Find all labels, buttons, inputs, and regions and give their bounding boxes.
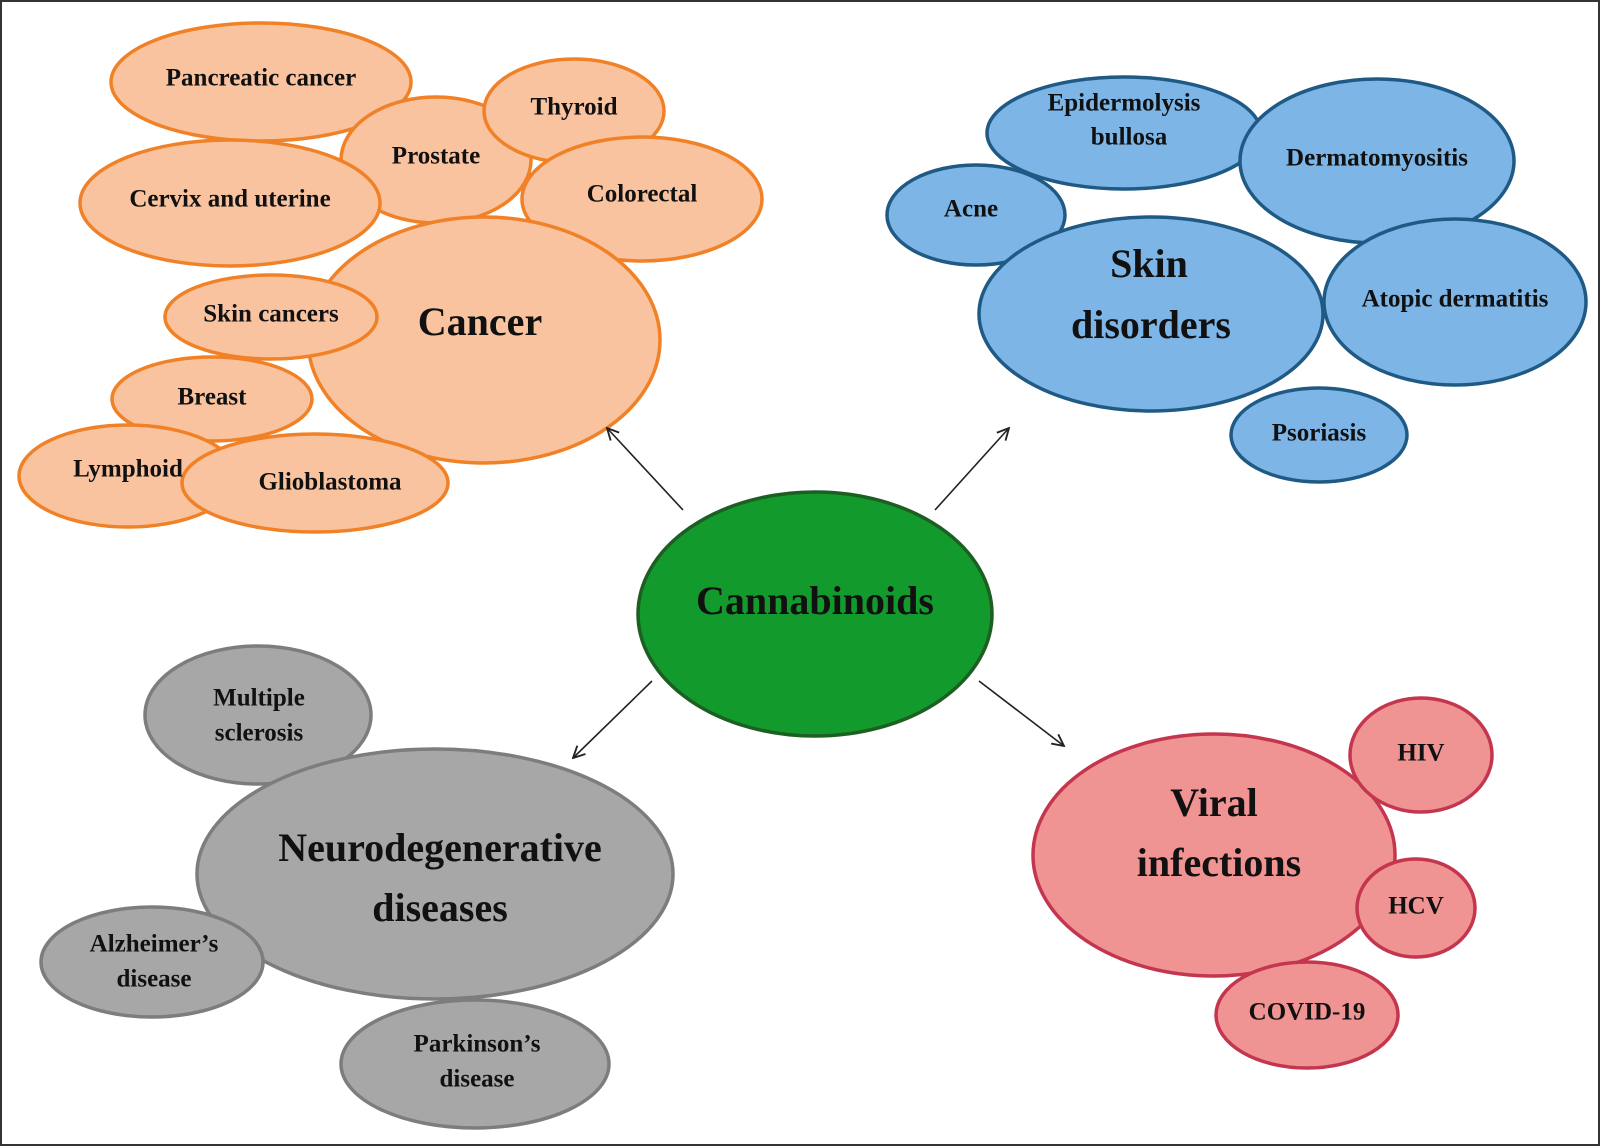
atopic-dermatitis-label: Atopic dermatitis	[1362, 286, 1549, 313]
hiv-label: HIV	[1397, 740, 1444, 767]
epidermolysis-label-line1: Epidermolysis	[1048, 90, 1201, 117]
dermatomyositis-label: Dermatomyositis	[1286, 145, 1468, 172]
cancer-cluster: Pancreatic cancer Prostate Thyroid Color…	[17, 21, 764, 534]
glioblastoma-label: Glioblastoma	[258, 469, 402, 496]
lymphoid-label: Lymphoid	[73, 456, 183, 483]
skin-disorders-hub-bubble	[977, 215, 1325, 413]
neurodegenerative-cluster: Multiple sclerosis Alzheimer’s disease P…	[39, 644, 675, 1130]
skin-cancers-label: Skin cancers	[203, 301, 339, 328]
multiple-sclerosis-line1: Multiple	[213, 685, 305, 712]
colorectal-bubble	[520, 135, 764, 263]
prostate-label: Prostate	[392, 143, 480, 170]
alzheimers-line1: Alzheimer’s	[90, 931, 219, 958]
viral-infections-hub-line2: infections	[1137, 840, 1301, 885]
skin-cancers-bubble	[163, 273, 379, 361]
acne-bubble	[885, 163, 1067, 267]
multiple-sclerosis-line2: sclerosis	[215, 720, 304, 747]
cervix-uterine-label: Cervix and uterine	[129, 186, 330, 213]
thyroid-label: Thyroid	[530, 94, 617, 121]
psoriasis-label: Psoriasis	[1272, 420, 1367, 447]
cancer-hub-label: Cancer	[418, 299, 542, 344]
covid-19-label: COVID-19	[1249, 999, 1366, 1026]
psoriasis-bubble	[1229, 386, 1409, 484]
pancreatic-cancer-label: Pancreatic cancer	[166, 65, 356, 92]
acne-label: Acne	[944, 196, 998, 223]
hcv-bubble	[1355, 857, 1477, 959]
neurodegenerative-hub-line2: diseases	[372, 885, 508, 930]
hiv-bubble	[1348, 696, 1494, 814]
atopic-dermatitis-bubble	[1322, 217, 1588, 387]
neurodegenerative-hub-line1: Neurodegenerative	[278, 825, 602, 870]
epidermolysis-label-line2: bullosa	[1091, 124, 1168, 151]
alzheimers-bubble	[39, 905, 265, 1019]
viral-infections-cluster: HIV HCV COVID-19 Viral infections	[1031, 696, 1494, 1070]
cannabinoids-bubble	[636, 490, 994, 738]
alzheimers-line2: disease	[117, 966, 192, 993]
hcv-label: HCV	[1388, 893, 1444, 920]
viral-infections-hub-line1: Viral	[1170, 780, 1257, 825]
arrow-to-skin-disorders	[934, 428, 1009, 511]
arrow-to-neurodegenerative	[573, 680, 653, 758]
cannabinoids-label: Cannabinoids	[696, 578, 934, 623]
parkinsons-bubble	[339, 998, 611, 1130]
viral-infections-hub-bubble	[1031, 732, 1397, 978]
skin-disorders-cluster: Epidermolysis bullosa Dermatomyositis Ac…	[885, 75, 1588, 484]
covid-19-bubble	[1214, 960, 1400, 1070]
arrows	[573, 428, 1064, 758]
skin-disorders-hub-line1: Skin	[1110, 241, 1188, 286]
skin-disorders-hub-line2: disorders	[1071, 302, 1231, 347]
glioblastoma-bubble	[180, 432, 450, 534]
breast-bubble	[110, 355, 314, 443]
cervix-uterine-bubble	[78, 138, 382, 268]
parkinsons-line2: disease	[440, 1066, 515, 1093]
parkinsons-line1: Parkinson’s	[414, 1031, 541, 1058]
colorectal-label: Colorectal	[587, 181, 698, 208]
arrow-to-cancer	[607, 428, 684, 511]
multiple-sclerosis-bubble	[143, 644, 373, 786]
breast-label: Breast	[178, 384, 248, 411]
neurodegenerative-hub-bubble	[195, 747, 675, 1001]
arrow-to-viral-infections	[978, 680, 1064, 746]
cannabinoids-center: Cannabinoids	[636, 490, 994, 738]
